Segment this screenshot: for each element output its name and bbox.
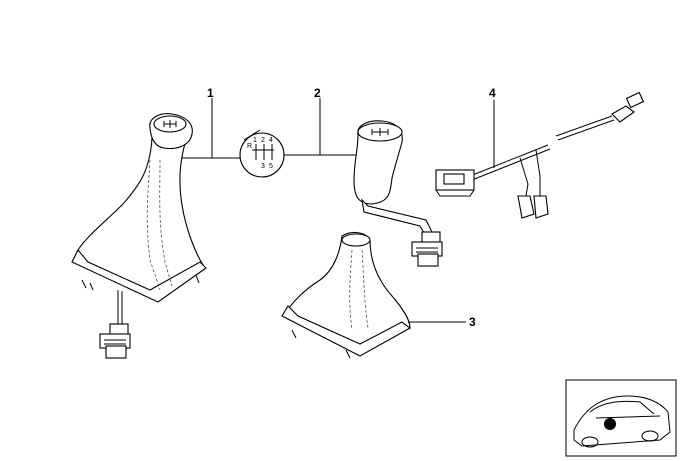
location-marker-icon <box>604 418 616 430</box>
callout-2-leader <box>284 98 356 156</box>
callout-2: 2 <box>314 86 321 100</box>
callout-3: 3 <box>469 315 476 329</box>
pattern-1: 1 <box>253 137 257 144</box>
pattern-3: 3 <box>261 163 265 170</box>
callout-4: 4 <box>489 86 496 100</box>
pattern-r: R <box>247 143 252 150</box>
pattern-5: 5 <box>269 163 273 170</box>
part-1-knob-with-boot[interactable] <box>71 113 207 359</box>
callout-1: 1 <box>207 86 214 100</box>
shift-pattern-badge: R 1 2 4 3 5 <box>239 129 285 178</box>
part-4-wiring-harness[interactable] <box>435 91 645 219</box>
pattern-4: 4 <box>269 137 273 144</box>
callout-1-leader <box>182 98 240 159</box>
part-3-shift-boot[interactable] <box>281 231 412 359</box>
pattern-2: 2 <box>261 137 265 144</box>
car-location-thumbnail[interactable] <box>565 379 677 457</box>
part-2-knob-with-lever[interactable] <box>353 120 443 267</box>
